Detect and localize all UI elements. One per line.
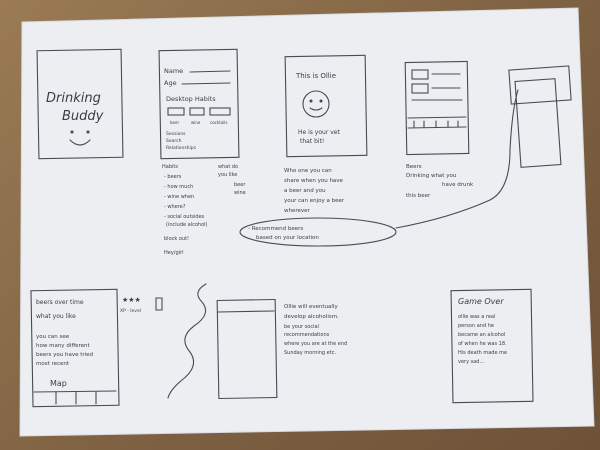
phone-frame-1 [36,48,124,160]
phone-frame-8 [450,288,534,404]
sketch-5-transition [508,65,572,168]
beer-list-note-2: Drinking what you [406,173,456,179]
phone-frame-5a [514,78,562,168]
habits-note-4: - wine when [164,194,194,200]
phone-frame-7 [216,298,278,400]
ollie-caption-1: He is your vet [298,129,340,136]
habit-box-label-cocktails: cocktails [210,120,228,125]
ollie-note-5: wherever [284,208,311,214]
history-line-5: beers you have tried [36,352,93,358]
recommend-callout-line-1: - Recommend beers [248,226,303,232]
profile-lower-line-3: Relationships [166,145,197,151]
habits-note-3: - how much [164,184,193,190]
habits-section-title: Desktop Habits [166,95,216,103]
splash-title-line-1: Drinking [46,91,101,106]
sketch-2-profile-form [158,48,240,160]
habits-note-5: - where? [164,204,186,210]
game-over-line-2: person and he [458,323,494,329]
likes-note-3: beer [234,182,246,188]
ollie-face-icon [302,90,330,118]
history-map-label: Map [50,379,67,388]
game-over-line-6: very sad... [458,359,485,365]
phone-frame-5b [508,65,572,105]
beer-glass-icon [155,297,163,311]
habits-note-6: - social outsides [164,214,205,220]
alcoholism-note-4: recommendations [284,332,330,338]
sketch-8-game-over [450,288,534,404]
connector-curve [395,89,519,229]
likes-note-1: what do [218,164,238,170]
beer-list-note-4: this beer [406,193,431,199]
game-over-line-1: ollie was a real [458,314,495,320]
phone-frame-4 [404,60,470,156]
habits-note-7: (include alcohol) [166,222,208,228]
sketch-7-alcoholism-stage [216,298,278,400]
ollie-note-2: share when you have [284,178,344,184]
phone-frame-6 [30,288,120,408]
history-line-6: most recent [36,361,70,367]
smiley-face-icon [69,139,91,146]
hand-drawn-divider [167,283,207,399]
habits-note-2: - beers [164,174,182,180]
history-line-2: what you like [36,313,76,320]
habits-note-1: Habits [162,164,178,170]
alcoholism-note-6: Sunday morning etc. [284,350,336,356]
habit-box-label-wine: wine [191,120,201,125]
alcoholism-note-2: develop alcoholism. [284,314,339,320]
phone-frame-3 [284,54,368,158]
ollie-note-1: Who one you can [284,168,332,174]
history-line-1: beers over time [36,299,84,306]
ollie-note-3: a beer and you [284,188,326,194]
rating-stars: ★★★ [122,296,141,304]
alcoholism-note-3: be your social [284,324,319,330]
splash-title-line-2: Buddy [62,109,104,124]
alcoholism-note-1: Ollie will eventually [284,304,338,310]
field-age-label: Age [164,79,177,87]
paper-sheet [19,7,595,437]
sketch-6-history [30,288,163,408]
habit-box-wine [189,107,205,116]
habit-box-beer [167,107,185,116]
habit-box-cocktails [209,107,231,116]
ollie-caption-2: that bit! [300,138,324,145]
beer-list-note-3: have drunk [442,182,474,188]
profile-lower-line-2: Search [166,138,182,144]
beer-list-note-1: Beers [406,164,422,170]
habits-note-9: Hey/girl [164,250,184,256]
habits-note-8: block out! [164,236,189,242]
recommend-callout-line-2: based on your location [256,235,319,241]
game-over-line-5: His death made me [458,350,507,356]
field-name-label: Name [164,67,183,75]
likes-note-4: wine [234,190,246,196]
habit-box-label-beer: beer [170,120,179,125]
ollie-note-4: your can enjoy a beer [284,198,345,204]
history-line-4: how many different [36,343,91,349]
ollie-heading: This is Ollie [295,72,336,80]
xp-level-note: XP - level [120,308,141,314]
game-over-title: Game Over [458,297,504,306]
sketch-4-beer-list [404,60,470,156]
history-line-3: you can see [36,334,70,340]
game-over-line-3: became an alcohol [458,332,505,338]
sketch-3-ollie [239,54,519,247]
game-over-line-4: of when he was 18. [458,341,507,347]
phone-frame-2 [158,48,240,160]
recommend-callout-bubble [239,217,397,247]
profile-lower-line-1: Sessions [166,131,186,137]
sketch-1-splash-screen [36,48,124,160]
alcoholism-note-5: where you are at the end [284,341,347,347]
likes-note-2: you like [218,172,237,178]
